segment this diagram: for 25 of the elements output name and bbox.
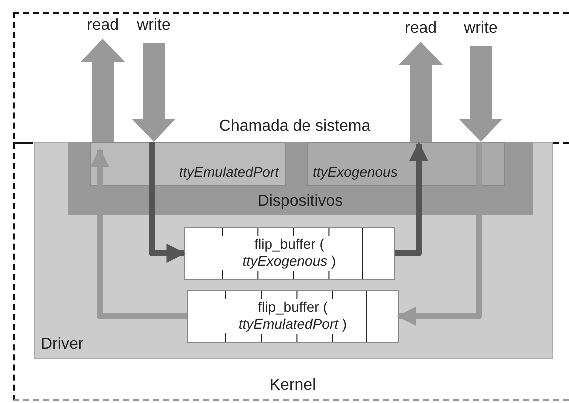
- port-box: [307, 142, 505, 186]
- driver-label: Driver: [41, 336, 85, 354]
- arrow: [397, 142, 482, 326]
- kernel-label: Kernel: [268, 377, 318, 395]
- block-arrow: [459, 46, 503, 142]
- port-box: [90, 142, 286, 186]
- operation-label: write: [463, 20, 499, 38]
- block-arrow: [81, 39, 125, 142]
- boundary-label: Chamada de sistema: [218, 118, 372, 136]
- port-name: ttyExogenous: [313, 163, 399, 181]
- arrow: [149, 142, 186, 264]
- operation-label: read: [404, 20, 438, 38]
- kernel-region: [13, 12, 569, 401]
- arrow: [395, 142, 429, 256]
- block-arrow: [132, 43, 176, 142]
- devices-box: [68, 142, 533, 215]
- operation-label: read: [86, 17, 120, 35]
- buffer-box: [184, 227, 395, 280]
- operation-label: write: [136, 17, 172, 35]
- block-arrow: [399, 42, 443, 142]
- arrow: [90, 148, 187, 320]
- driver-box: [34, 142, 553, 359]
- buffer-box: [187, 290, 399, 343]
- port-name: ttyEmulatedPort: [179, 163, 279, 181]
- device-group-label: Dispositivos: [256, 193, 344, 211]
